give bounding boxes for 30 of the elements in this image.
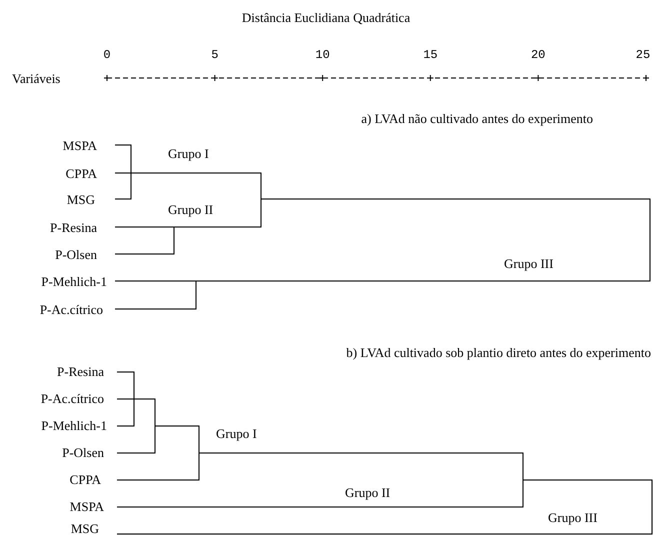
variable-label: P-Olsen bbox=[62, 444, 104, 460]
variable-label: P-Mehlich-1 bbox=[41, 274, 107, 288]
chart-title: Distância Euclidiana Quadrática bbox=[242, 10, 410, 25]
variable-label: P-Resina bbox=[57, 364, 104, 378]
group-label: Grupo III bbox=[548, 510, 598, 524]
variable-label: MSG bbox=[70, 520, 99, 535]
variable-label: P-Mehlich-1 bbox=[41, 418, 107, 432]
group-label: Grupo I bbox=[216, 426, 257, 440]
variable-label: CPPA bbox=[70, 472, 101, 486]
variable-label: MSPA bbox=[70, 498, 104, 514]
variable-label: CPPA bbox=[66, 166, 97, 180]
tick-label: 0 bbox=[103, 48, 111, 62]
tick-label: 15 bbox=[423, 48, 438, 62]
group-label: Grupo I bbox=[168, 146, 209, 160]
panel-title: a) LVAd não cultivado antes do experimento bbox=[361, 110, 593, 126]
variable-label: MSPA bbox=[62, 138, 97, 152]
variable-label: P-Resina bbox=[50, 220, 97, 234]
tick-label: 10 bbox=[315, 48, 330, 62]
variable-label: P-Olsen bbox=[55, 246, 97, 262]
axis-title: Variáveis bbox=[12, 70, 60, 86]
group-label: Grupo III bbox=[504, 256, 554, 270]
tick-label: 5 bbox=[211, 48, 218, 62]
tick-label: 20 bbox=[530, 48, 546, 62]
variable-label: MSG bbox=[66, 192, 95, 206]
variable-label: P-Ac.cítrico bbox=[40, 390, 104, 406]
panel-title: b) LVAd cultivado sob plantio direto antes do experimento bbox=[346, 344, 651, 360]
variable-label: P-Ac.cítrico bbox=[40, 302, 103, 316]
group-label: Grupo II bbox=[345, 484, 390, 500]
tick-label: 25 bbox=[636, 48, 650, 62]
group-label: Grupo II bbox=[168, 202, 214, 216]
